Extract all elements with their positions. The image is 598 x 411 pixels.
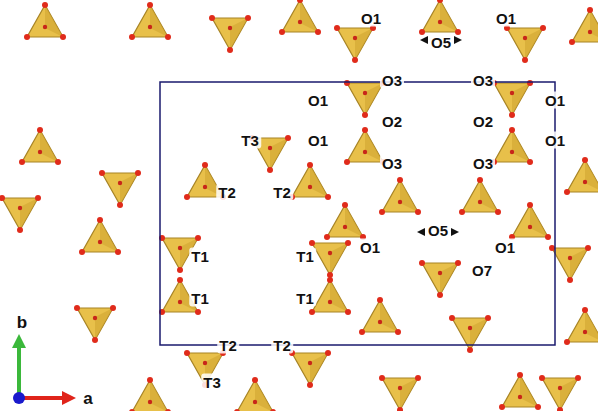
site-label: O7 xyxy=(470,262,494,279)
site-label: T1 xyxy=(294,248,316,265)
site-label: O2 xyxy=(471,113,495,130)
site-label: T2 xyxy=(217,337,239,354)
site-label: O3 xyxy=(471,155,495,172)
site-label: O1 xyxy=(358,239,382,256)
axes xyxy=(12,334,76,405)
site-label: T3 xyxy=(239,132,261,149)
site-label: T2 xyxy=(271,337,293,354)
axis-label: a xyxy=(81,389,94,408)
site-label: O2 xyxy=(380,113,404,130)
site-label: T2 xyxy=(216,184,238,201)
site-label: T1 xyxy=(189,248,211,265)
site-label: O3 xyxy=(471,72,495,89)
site-label: T1 xyxy=(294,290,316,307)
site-label: O5 xyxy=(429,34,453,51)
site-label: O3 xyxy=(380,155,404,172)
site-label: T2 xyxy=(271,184,293,201)
site-label: O1 xyxy=(306,92,330,109)
site-label: T3 xyxy=(201,374,223,391)
unit-cell xyxy=(160,82,555,345)
site-label: O1 xyxy=(359,10,383,27)
site-label: O5 xyxy=(426,222,450,239)
site-label: O1 xyxy=(494,10,518,27)
site-label: O1 xyxy=(306,132,330,149)
site-label: O1 xyxy=(543,132,567,149)
axis-label: b xyxy=(15,313,29,332)
site-label: O3 xyxy=(380,72,404,89)
site-label: O1 xyxy=(543,92,567,109)
site-label: T1 xyxy=(189,290,211,307)
site-label: O1 xyxy=(493,239,517,256)
o5-arrows xyxy=(417,36,462,236)
